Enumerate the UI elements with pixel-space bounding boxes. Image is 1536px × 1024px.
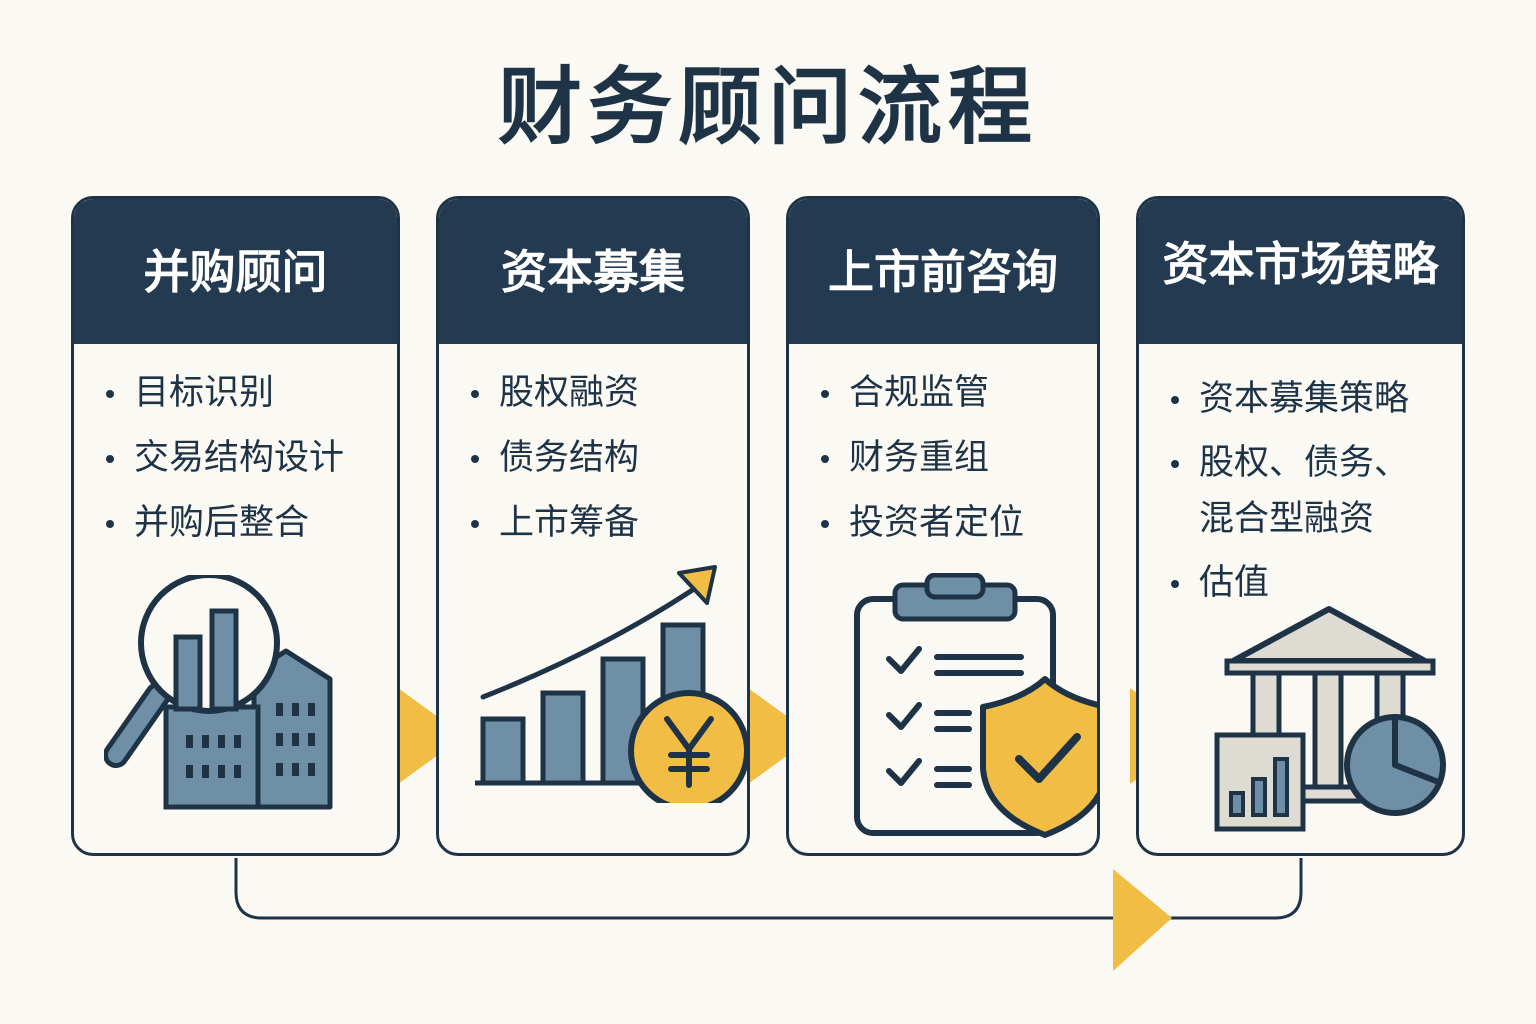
list-item-line: 混合型融资 [1199, 499, 1375, 539]
step-title: 上市前咨询 [789, 199, 1097, 344]
step-title-line: 资本市场 [1162, 237, 1347, 291]
growth-chart-yen-coin-icon [475, 565, 747, 803]
list-item: 股权融资 [469, 371, 741, 415]
step-items: 合规监管 财务重组 投资者定位 [819, 371, 1091, 566]
clipboard-checklist-shield-icon [854, 573, 1097, 838]
list-item: 交易结构设计 [104, 436, 391, 480]
list-item: 财务重组 [819, 436, 1091, 480]
arrow-icon-2 [748, 688, 814, 784]
step-title: 并购顾问 [74, 199, 397, 344]
step-title: 资本募集 [439, 199, 747, 344]
list-item: 债务结构 [469, 436, 741, 480]
list-item: 投资者定位 [819, 501, 1091, 545]
arrow-icon-1 [398, 688, 464, 784]
list-item: 目标识别 [104, 371, 391, 415]
list-item: 并购后整合 [104, 501, 391, 545]
step-title: 资本市场 策略 [1139, 199, 1462, 344]
step-card-capital-markets-strategy: 资本市场 策略 资本募集策略 股权、债务、混合型融资 估值 [1136, 196, 1465, 856]
loop-arrow-icon [1113, 869, 1172, 971]
loop-line [234, 858, 1303, 920]
step-items: 资本募集策略 股权、债务、混合型融资 估值 [1169, 371, 1456, 619]
step-items: 目标识别 交易结构设计 并购后整合 [104, 371, 391, 566]
list-item: 估值 [1169, 555, 1456, 611]
step-items: 股权融资 债务结构 上市筹备 [469, 371, 741, 566]
list-item: 上市筹备 [469, 501, 741, 545]
step-card-capital-raising: 资本募集 股权融资 债务结构 上市筹备 [436, 196, 750, 856]
list-item: 股权、债务、混合型融资 [1169, 435, 1456, 547]
step-card-pre-ipo: 上市前咨询 合规监管 财务重组 投资者定位 [786, 196, 1100, 856]
diagram-title: 财务顾问流程 [497, 58, 1038, 156]
step-title-line: 策略 [1346, 237, 1439, 291]
step-card-ma-advisory: 并购顾问 目标识别 交易结构设计 并购后整合 [71, 196, 400, 856]
list-item: 合规监管 [819, 371, 1091, 415]
magnifier-buildings-chart-icon [104, 575, 333, 810]
list-item-line: 股权、债务、 [1199, 443, 1410, 483]
bank-chart-pie-icon [1214, 606, 1446, 832]
list-item: 资本募集策略 [1169, 371, 1456, 427]
